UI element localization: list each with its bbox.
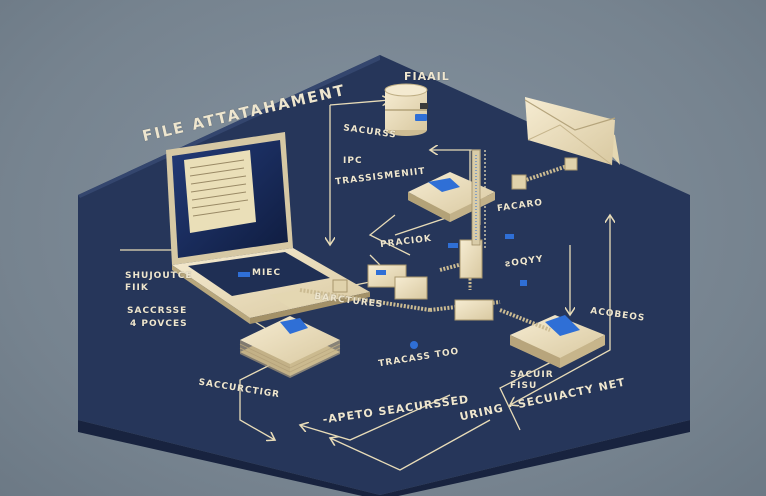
label-mlec: MIEC bbox=[252, 268, 282, 278]
connector-plug bbox=[511, 174, 527, 190]
flow-line bbox=[510, 245, 611, 405]
label-ipc: IPC bbox=[343, 156, 363, 166]
laptop-edge-right bbox=[250, 292, 370, 324]
laptop-keyboard bbox=[188, 252, 330, 296]
connector-plug bbox=[564, 157, 578, 171]
file-stack-left-icon bbox=[239, 316, 341, 378]
platform-upper-left bbox=[78, 55, 380, 198]
blue-accents bbox=[238, 234, 527, 349]
label-saccresse: SACCRSSE bbox=[127, 306, 188, 316]
connector-plug bbox=[332, 279, 348, 293]
flow-line bbox=[329, 100, 390, 105]
flow-lines bbox=[120, 100, 611, 471]
database-lock bbox=[415, 114, 427, 121]
platform-edge-lower bbox=[78, 420, 690, 496]
document-lines bbox=[189, 159, 249, 217]
label-fiaail: FIAAIL bbox=[404, 70, 450, 83]
label-fisu: FISU bbox=[510, 381, 538, 391]
label-sacur: SACUIR bbox=[510, 370, 554, 380]
flow-line bbox=[300, 394, 451, 441]
connector-block bbox=[394, 276, 428, 300]
blue-tag bbox=[505, 234, 514, 239]
blue-tag bbox=[448, 243, 458, 248]
database-icon bbox=[384, 83, 428, 136]
envelope-icon bbox=[524, 97, 620, 166]
database-top bbox=[384, 83, 428, 97]
laptop-edge bbox=[172, 265, 250, 324]
blue-tag bbox=[238, 272, 250, 277]
envelope-flap bbox=[524, 99, 616, 131]
label-poyces: 4 POVCES bbox=[130, 319, 188, 329]
blue-tag bbox=[520, 280, 527, 286]
laptop-document bbox=[184, 150, 256, 233]
flow-line bbox=[330, 419, 491, 471]
file-stack-right-icon bbox=[510, 315, 605, 368]
label-shujource: SHUJOUTCE bbox=[125, 271, 193, 281]
laptop-icon bbox=[166, 132, 370, 324]
label-fiik: FIIK bbox=[125, 283, 149, 293]
blue-dot bbox=[410, 341, 418, 349]
connector-block bbox=[459, 239, 483, 279]
connector-block bbox=[454, 299, 494, 321]
file-accent bbox=[428, 178, 460, 192]
flow-line bbox=[368, 214, 411, 256]
connector-hub bbox=[299, 149, 578, 332]
database-plug bbox=[420, 103, 428, 109]
file-accent bbox=[545, 315, 580, 336]
file-accent bbox=[280, 318, 308, 334]
